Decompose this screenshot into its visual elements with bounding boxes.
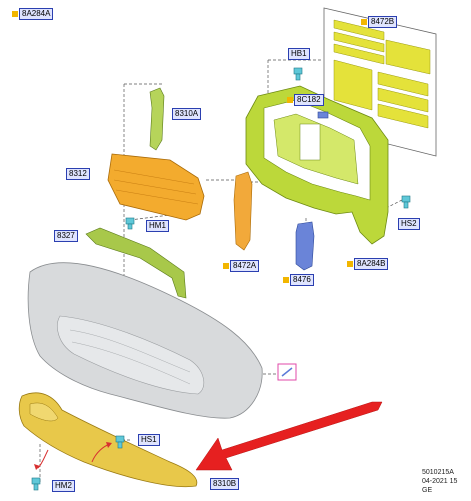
callout-marker [361, 19, 367, 25]
callout-marker [347, 261, 353, 267]
fastener-hb1-stem [295, 73, 301, 81]
fastener-hm2-stem [33, 483, 39, 491]
fasteners [31, 67, 411, 491]
diagram-code: 5010215A [422, 469, 454, 476]
callout-8472b[interactable]: 8472B [361, 16, 398, 28]
detail-view-icon[interactable] [277, 363, 297, 381]
callout-hs2[interactable]: HS2 [398, 218, 420, 230]
diagram-reference: 5010215A 04-2021 15 GE [422, 468, 457, 495]
callout-hs1[interactable]: HS1 [138, 434, 160, 446]
lower-deflector-8310b [18, 392, 198, 488]
callout-hm1[interactable]: HM1 [146, 220, 169, 232]
diagram-date: 04-2021 15 [422, 478, 458, 485]
callout-8310b[interactable]: 8310B [210, 478, 240, 490]
highlight-arrow [195, 401, 383, 471]
bumper-cover [27, 262, 263, 419]
fastener-hb1 [293, 67, 303, 75]
fastener-hm1-stem [127, 223, 133, 230]
callout-8327[interactable]: 8327 [54, 230, 78, 242]
rotation-arrows [34, 442, 112, 470]
callout-8c182[interactable]: 8C182 [287, 94, 324, 106]
radiator-support-8a284b [245, 85, 389, 245]
callout-marker [12, 11, 18, 17]
callout-hb1[interactable]: HB1 [288, 48, 310, 60]
callout-8312[interactable]: 8312 [66, 168, 90, 180]
callout-marker [287, 97, 293, 103]
callout-marker [223, 263, 229, 269]
callout-marker [283, 277, 289, 283]
callout-8a284b[interactable]: 8A284B [347, 258, 389, 270]
clip-8c182 [317, 111, 329, 119]
callout-hm2[interactable]: HM2 [52, 480, 75, 492]
air-deflector-8472a [233, 171, 253, 251]
air-guide-8310a [149, 87, 165, 151]
fastener-hs2 [401, 195, 411, 203]
callout-8a284a[interactable]: 8A284A [12, 8, 54, 20]
sensor-8476 [295, 221, 315, 271]
callout-8310a[interactable]: 8310A [172, 108, 202, 120]
fastener-hs2-stem [403, 201, 409, 209]
bracket-8327 [85, 227, 187, 299]
callout-8472a[interactable]: 8472A [223, 260, 260, 272]
diagram-region: GE [422, 487, 433, 494]
fastener-hs1-stem [117, 441, 123, 449]
grille-shutter-8312 [107, 153, 205, 221]
fastener-hm1 [125, 217, 135, 225]
fastener-hs1 [115, 435, 125, 443]
fastener-hm2 [31, 477, 41, 485]
callout-8476[interactable]: 8476 [283, 274, 314, 286]
